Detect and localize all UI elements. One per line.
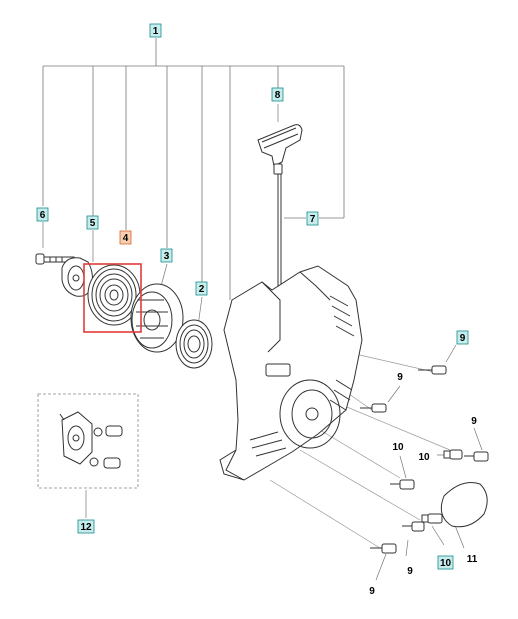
callout-8[interactable]: 8 <box>271 87 284 102</box>
callout-9-top-right[interactable]: 9 <box>456 330 469 345</box>
starter-handle <box>257 124 303 175</box>
recoil-spring-part-4 <box>87 264 141 326</box>
label-9-bottom[interactable]: 9 <box>369 586 375 597</box>
callout-12-label: 12 <box>80 522 92 533</box>
pawl-spring-part-2 <box>175 319 213 369</box>
callout-2-label: 2 <box>199 284 205 295</box>
callout-10-bottom[interactable]: 10 <box>437 555 454 570</box>
cap-part-11 <box>440 482 488 528</box>
bolt-9-a <box>418 365 447 375</box>
bolt-9-b <box>360 403 387 413</box>
bolt-10-c <box>421 513 443 524</box>
assembly-bracket-lines <box>42 38 345 300</box>
callout-1-label: 1 <box>153 26 159 37</box>
callout-6-label: 6 <box>40 210 46 221</box>
bolts <box>360 365 489 554</box>
selected-part-frame <box>83 263 142 333</box>
callout-8-label: 8 <box>275 90 281 101</box>
callout-2[interactable]: 2 <box>195 281 208 296</box>
rope-pulley-part-3 <box>130 283 184 353</box>
bolt-9-c <box>464 451 489 462</box>
bolt-10-a <box>443 449 463 460</box>
bolt-10-b <box>390 479 415 490</box>
callout-6[interactable]: 6 <box>36 207 49 222</box>
callout-4-label: 4 <box>123 233 129 244</box>
bolt-9-e <box>370 543 397 554</box>
callout-1[interactable]: 1 <box>149 23 162 38</box>
callout-7-label: 7 <box>310 214 316 225</box>
callout-12[interactable]: 12 <box>77 519 95 534</box>
label-9-right[interactable]: 9 <box>471 416 477 427</box>
callout-5-label: 5 <box>90 218 96 229</box>
label-10-right[interactable]: 10 <box>418 452 430 463</box>
starter-housing <box>219 265 363 481</box>
sub-assembly-detail-box <box>37 393 139 489</box>
callout-4[interactable]: 4 <box>119 230 132 245</box>
label-10-middle[interactable]: 10 <box>392 442 404 453</box>
callout-3-label: 3 <box>164 251 170 262</box>
callout-7[interactable]: 7 <box>306 211 319 226</box>
callout-5[interactable]: 5 <box>86 215 99 230</box>
label-11[interactable]: 11 <box>467 554 478 565</box>
label-9-upper[interactable]: 9 <box>397 372 403 383</box>
bolt-9-d <box>402 521 425 532</box>
label-9-lower-mid[interactable]: 9 <box>407 566 413 577</box>
callout-3[interactable]: 3 <box>160 248 173 263</box>
callout-9-top-right-label: 9 <box>460 333 466 344</box>
callout-10-bottom-label: 10 <box>440 558 452 569</box>
